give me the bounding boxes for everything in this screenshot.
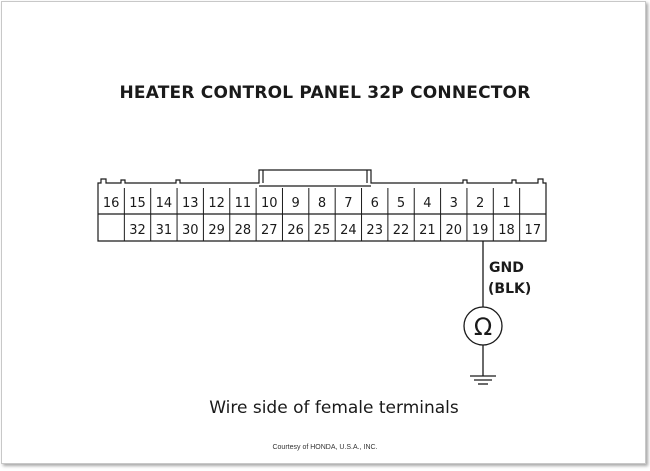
- pin-number: 32: [129, 223, 146, 238]
- pin-number: 25: [314, 223, 331, 238]
- pin-number: 5: [397, 196, 405, 211]
- pin-number: 22: [393, 223, 410, 238]
- pin-number: 24: [340, 223, 357, 238]
- pin-number: 10: [261, 196, 278, 211]
- pin-number: 4: [423, 196, 431, 211]
- pin-number: 15: [129, 196, 146, 211]
- pin-number: 30: [182, 223, 199, 238]
- pin-number: 6: [371, 196, 379, 211]
- pin-number: 8: [318, 196, 326, 211]
- connector-body: [97, 169, 547, 242]
- pin-number: 17: [525, 223, 542, 238]
- pin-number: 2: [476, 196, 484, 211]
- ground-label: GND: [489, 260, 524, 276]
- diagram-caption: Wire side of female terminals: [209, 398, 459, 418]
- pin-number: 23: [366, 223, 383, 238]
- pin-number: 29: [208, 223, 225, 238]
- pin-number: 11: [235, 196, 252, 211]
- pin-number: 27: [261, 223, 278, 238]
- pin-number: 13: [182, 196, 199, 211]
- pin-number: 7: [344, 196, 352, 211]
- pin-number: 14: [156, 196, 173, 211]
- pin-number: 21: [419, 223, 436, 238]
- pin-number: 3: [450, 196, 458, 211]
- pin-number: 26: [287, 223, 304, 238]
- pin-number: 20: [445, 223, 462, 238]
- pin-number: 12: [208, 196, 225, 211]
- pin-number: 16: [103, 196, 120, 211]
- pin-number: 31: [156, 223, 173, 238]
- pin-number: 19: [472, 223, 489, 238]
- ohm-symbol: Ω: [474, 313, 492, 341]
- pin-number: 18: [498, 223, 515, 238]
- pin-number: 28: [235, 223, 252, 238]
- pin-number: 1: [502, 196, 510, 211]
- connector-outline: [97, 169, 547, 242]
- ground-circuit: [463, 241, 503, 385]
- diagram-frame: [1, 1, 646, 464]
- pin-number: 9: [292, 196, 300, 211]
- ground-wire-color-label: (BLK): [488, 281, 531, 297]
- courtesy-note: Courtesy of HONDA, U.S.A., INC.: [272, 444, 378, 451]
- diagram-title: HEATER CONTROL PANEL 32P CONNECTOR: [119, 83, 531, 103]
